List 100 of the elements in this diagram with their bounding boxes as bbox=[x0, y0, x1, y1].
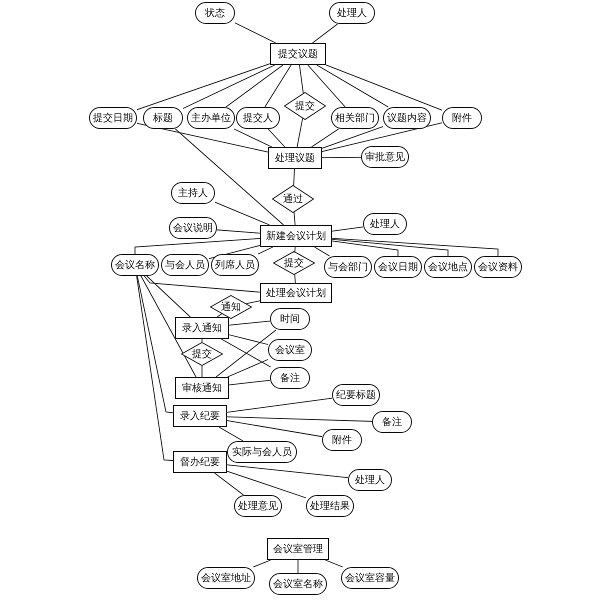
attribute-label: 会议资料 bbox=[478, 260, 518, 274]
connector-line bbox=[296, 118, 304, 148]
attribute-label: 相关部门 bbox=[335, 112, 375, 125]
entity-box bbox=[173, 451, 227, 473]
connector-line bbox=[218, 426, 244, 442]
connector-line bbox=[294, 212, 296, 226]
attribute-label: 实际与会人员 bbox=[232, 446, 292, 459]
entity-label: 提交议题 bbox=[278, 48, 318, 61]
connector-line bbox=[294, 274, 296, 284]
entity-box bbox=[175, 377, 229, 399]
attribute-label: 时间 bbox=[280, 312, 300, 326]
connector-line bbox=[258, 246, 274, 254]
connector-line bbox=[226, 416, 372, 422]
connector-line bbox=[324, 560, 344, 568]
relationship-diamond bbox=[284, 92, 326, 120]
connector-line bbox=[299, 64, 304, 94]
connector-line bbox=[332, 238, 498, 256]
relationship-diamond bbox=[181, 342, 223, 366]
entity-label: 录入通知 bbox=[182, 322, 222, 335]
entity-label: 督办纪要 bbox=[180, 456, 220, 469]
entity-box bbox=[270, 43, 326, 65]
connector-line bbox=[182, 64, 276, 109]
connector-line bbox=[174, 128, 284, 226]
attribute-label: 处理意见 bbox=[238, 500, 278, 513]
attribute-label: 与会人员 bbox=[165, 258, 205, 272]
connector-line bbox=[227, 359, 268, 378]
connector-line bbox=[226, 420, 322, 438]
attribute-label: 处理结果 bbox=[310, 500, 350, 513]
connector-line bbox=[316, 64, 389, 108]
attribute-label: 处理人 bbox=[337, 6, 367, 20]
attribute-label: 会议地点 bbox=[428, 260, 468, 274]
relationship-diamond bbox=[272, 185, 314, 213]
relationship-diamond bbox=[273, 251, 315, 275]
connector-line bbox=[146, 276, 191, 318]
connector-line bbox=[216, 229, 260, 234]
attribute-label: 会议日期 bbox=[378, 260, 418, 274]
relationship-label: 通知 bbox=[221, 300, 241, 314]
connector-line bbox=[228, 320, 270, 326]
connector-line bbox=[226, 64, 284, 108]
connector-line bbox=[140, 276, 196, 378]
attribute-label: 标题 bbox=[153, 112, 173, 125]
connector-line bbox=[332, 238, 448, 256]
attribute-label: 附件 bbox=[332, 434, 352, 447]
attribute-label: 会议室地址 bbox=[201, 572, 251, 585]
connector-line bbox=[252, 560, 272, 568]
entity-label: 会议室管理 bbox=[273, 542, 323, 556]
relationship-label: 提交 bbox=[192, 348, 212, 361]
connector-line bbox=[314, 246, 330, 256]
connector-line bbox=[268, 128, 286, 148]
attribute-label: 备注 bbox=[280, 372, 300, 385]
entity-label: 审核通知 bbox=[182, 382, 222, 395]
attribute-label: 备注 bbox=[382, 416, 402, 429]
attribute-label: 审批意见 bbox=[365, 150, 405, 164]
connector-line bbox=[226, 464, 348, 478]
entity-box bbox=[267, 538, 329, 560]
connector-line bbox=[214, 472, 244, 496]
entity-label: 处理会议计划 bbox=[266, 286, 326, 300]
connector-line bbox=[214, 202, 270, 226]
attribute-label: 处理人 bbox=[355, 474, 385, 487]
connector-line bbox=[326, 64, 442, 111]
connector-line bbox=[294, 246, 296, 252]
attribute-label: 会议室容量 bbox=[345, 572, 395, 585]
relationship-label: 提交 bbox=[284, 256, 304, 270]
connector-line bbox=[228, 334, 268, 345]
relationship-label: 提交 bbox=[295, 100, 315, 113]
connector-line bbox=[220, 338, 272, 368]
connector-line bbox=[136, 63, 270, 110]
connector-line bbox=[293, 168, 295, 186]
relationship-label: 通过 bbox=[283, 192, 303, 206]
connector-line bbox=[144, 276, 260, 292]
attribute-label: 列席人员 bbox=[215, 258, 255, 272]
connector-line bbox=[136, 276, 174, 461]
entity-box bbox=[268, 147, 322, 169]
attribute-label: 与会部门 bbox=[328, 260, 368, 274]
entity-box bbox=[260, 283, 332, 303]
connector-line bbox=[332, 240, 398, 256]
attribute-label: 附件 bbox=[452, 112, 472, 125]
connector-line bbox=[226, 398, 332, 413]
connector-line bbox=[332, 226, 364, 232]
attribute-label: 会议室 bbox=[275, 344, 305, 357]
attribute-label: 提交人 bbox=[243, 112, 273, 125]
connector-line bbox=[322, 156, 362, 158]
connector-line bbox=[246, 300, 260, 304]
connector-line bbox=[322, 122, 442, 152]
attribute-label: 提交日期 bbox=[93, 112, 133, 125]
connector-line bbox=[311, 128, 339, 148]
attribute-label: 会议说明 bbox=[173, 222, 213, 235]
entity-label: 新建会议计划 bbox=[266, 230, 326, 243]
connector-line bbox=[234, 128, 272, 148]
entity-box bbox=[173, 405, 227, 427]
attribute-label: 状态 bbox=[205, 6, 225, 20]
attribute-label: 会议室名称 bbox=[273, 578, 323, 591]
connector-line bbox=[216, 330, 276, 378]
attribute-label: 议题内容 bbox=[387, 112, 427, 125]
connector-line bbox=[307, 64, 346, 108]
connector-line bbox=[312, 24, 338, 44]
entity-box bbox=[260, 225, 332, 247]
attribute-label: 会议名称 bbox=[115, 258, 155, 272]
attribute-label: 纪要标题 bbox=[336, 388, 376, 402]
connector-line bbox=[264, 64, 292, 108]
